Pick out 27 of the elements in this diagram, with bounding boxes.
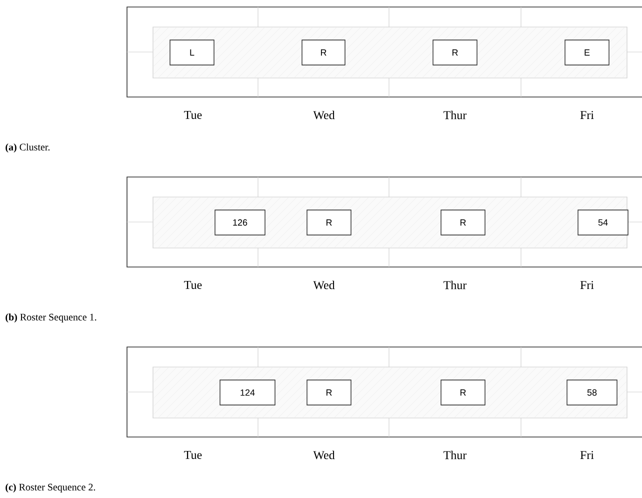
shift-box: 54 <box>578 210 628 236</box>
day-label: Fri <box>580 451 594 459</box>
shift-box: 126 <box>214 210 266 236</box>
day-label: Tue <box>184 451 202 459</box>
caption: (b) Roster Sequence 1. <box>6 313 96 323</box>
day-label: Fri <box>580 111 594 119</box>
shift-box: R <box>302 40 346 66</box>
shift-box: R <box>306 210 352 236</box>
day-label: Fri <box>580 281 594 289</box>
day-label: Wed <box>313 450 335 460</box>
shift-box: L <box>170 40 214 66</box>
day-label: Wed <box>313 110 335 120</box>
shift-box: 58 <box>566 380 618 406</box>
day-label: Wed <box>313 280 335 290</box>
shift-box: 124 <box>220 380 276 406</box>
shift-box: E <box>564 40 610 66</box>
caption: (a) Cluster. <box>6 143 50 153</box>
shift-box: R <box>440 380 486 406</box>
shift-box: R <box>306 380 352 406</box>
day-label: Thur <box>444 110 467 120</box>
day-label: Thur <box>444 450 467 460</box>
shift-box: R <box>440 210 486 236</box>
day-label: Tue <box>184 281 202 289</box>
day-label: Thur <box>444 280 467 290</box>
day-label: Tue <box>184 111 202 119</box>
shift-box: R <box>432 40 478 66</box>
caption: (c) Roster Sequence 2. <box>6 483 96 493</box>
